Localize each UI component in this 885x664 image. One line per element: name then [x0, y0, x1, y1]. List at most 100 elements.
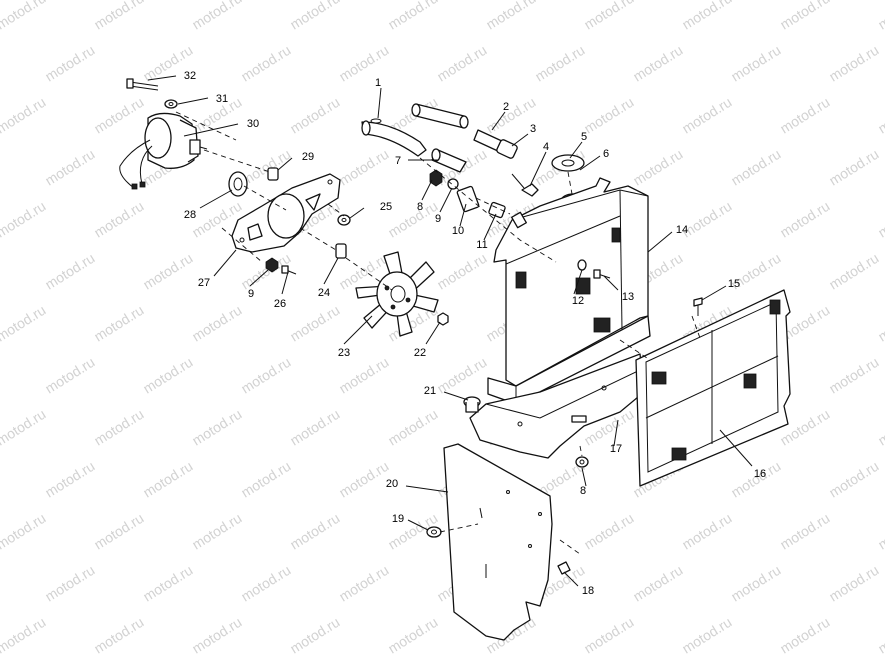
- part-screen-16: [635, 289, 791, 487]
- part-fan-blade-23: [355, 251, 439, 337]
- alignment-lines: [175, 111, 701, 555]
- callout-32: 32: [184, 70, 196, 82]
- callout-8-lower: 8: [580, 485, 586, 497]
- callout-28: 28: [184, 209, 196, 221]
- callout-20: 20: [386, 478, 398, 490]
- watermark-text: motod.ru: [287, 94, 342, 137]
- part-hose-2: [411, 103, 469, 129]
- callout-30: 30: [247, 118, 259, 130]
- watermark-text: motod.ru: [287, 406, 342, 449]
- watermark-text: motod.ru: [91, 198, 146, 241]
- watermark-text: motod.ru: [287, 302, 342, 345]
- callout-3: 3: [530, 123, 536, 135]
- part-upper-hose-1: [361, 118, 427, 157]
- part-nut-22: [437, 312, 449, 326]
- watermark-text: motod.ru: [728, 562, 783, 605]
- watermark-text: motod.ru: [630, 42, 685, 85]
- part-nut-9-left: [265, 257, 279, 273]
- part-nut-8-upper: [429, 169, 443, 187]
- callout-1: 1: [375, 77, 381, 89]
- watermark-text: motod.ru: [777, 198, 832, 241]
- callout-15: 15: [728, 278, 740, 290]
- watermark-text: motod.ru: [336, 458, 391, 501]
- watermark-text: motod.ru: [630, 146, 685, 189]
- watermark-text: motod.ru: [875, 302, 885, 345]
- callout-14: 14: [676, 224, 688, 236]
- leader-lines: [147, 75, 753, 587]
- watermark-text: motod.ru: [0, 94, 48, 137]
- watermark-text: motod.ru: [826, 146, 881, 189]
- watermark-text: motod.ru: [91, 302, 146, 345]
- callout-2: 2: [503, 101, 509, 113]
- part-mount-plate-27: [231, 173, 341, 253]
- part-washer-31: [164, 99, 178, 109]
- watermark-text: motod.ru: [42, 354, 97, 397]
- watermark-text: motod.ru: [287, 510, 342, 553]
- watermark-text: motod.ru: [826, 42, 881, 85]
- part-bolt-32: [126, 78, 159, 91]
- watermark-text: motod.ru: [434, 250, 489, 293]
- callout-31: 31: [216, 93, 228, 105]
- watermark-text: motod.ru: [0, 0, 48, 33]
- watermark-text: motod.ru: [728, 42, 783, 85]
- callout-7: 7: [395, 155, 401, 167]
- callout-labels: 1 2 3 4 5 6 7 8 9 10 11 12 13 14 15 16 1…: [184, 70, 766, 597]
- callout-12: 12: [572, 295, 584, 307]
- part-nut-19: [426, 526, 442, 538]
- watermark-text: motod.ru: [826, 562, 881, 605]
- part-shroud-20: [443, 443, 553, 641]
- watermark-text: motod.ru: [581, 614, 636, 657]
- watermark-text: motod.ru: [385, 614, 440, 657]
- part-spacer-24: [335, 243, 347, 259]
- watermark-text: motod.ru: [42, 250, 97, 293]
- watermark-text: motod.ru: [581, 510, 636, 553]
- part-screw-15: [693, 297, 703, 316]
- watermark-text: motod.ru: [385, 198, 440, 241]
- watermark-text: motod.ru: [336, 42, 391, 85]
- watermark-text: motod.ru: [385, 406, 440, 449]
- callout-9-left: 9: [248, 288, 254, 300]
- part-clamp-3: [496, 139, 518, 159]
- callout-27: 27: [198, 277, 210, 289]
- part-bolt-18: [557, 561, 571, 575]
- callout-10: 10: [452, 225, 464, 237]
- callout-4: 4: [543, 141, 549, 153]
- callout-18: 18: [582, 585, 594, 597]
- callout-17: 17: [610, 443, 622, 455]
- watermark-text: motod.ru: [91, 510, 146, 553]
- part-cap-4: [511, 173, 539, 197]
- watermark-text: motod.ru: [728, 146, 783, 189]
- watermark-text: motod.ru: [875, 94, 885, 137]
- watermark-text: motod.ru: [189, 614, 244, 657]
- watermark-text: motod.ru: [189, 406, 244, 449]
- watermark-text: motod.ru: [189, 510, 244, 553]
- watermark-text: motod.ru: [679, 614, 734, 657]
- watermark-text: motod.ru: [91, 0, 146, 33]
- watermark-text: motod.ru: [0, 614, 48, 657]
- part-gasket-5: [551, 154, 585, 172]
- watermark-text: motod.ru: [238, 562, 293, 605]
- callout-13: 13: [622, 291, 634, 303]
- watermark-text: motod.ru: [777, 614, 832, 657]
- watermark-text: motod.ru: [140, 354, 195, 397]
- watermark-text: motod.ru: [287, 614, 342, 657]
- watermark-text: motod.ru: [336, 562, 391, 605]
- watermark-text: motod.ru: [287, 0, 342, 33]
- watermark-text: motod.ru: [140, 458, 195, 501]
- watermark-text: motod.ru: [875, 510, 885, 553]
- watermark-text: motod.ru: [0, 198, 48, 241]
- watermark-text: motod.ru: [630, 562, 685, 605]
- watermark-text: motod.ru: [777, 510, 832, 553]
- watermark-text: motod.ru: [0, 302, 48, 345]
- watermark-text: motod.ru: [826, 354, 881, 397]
- watermark-text: motod.ru: [336, 354, 391, 397]
- part-fitting-10: [456, 185, 480, 213]
- part-radiator-14: [487, 177, 651, 405]
- watermark-text: motod.ru: [875, 198, 885, 241]
- watermark-text: motod.ru: [875, 614, 885, 657]
- part-nut-25: [337, 214, 351, 226]
- part-nut-8-lower: [575, 456, 589, 468]
- watermark-text: motod.ru: [875, 0, 885, 33]
- watermark-text: motod.ru: [91, 614, 146, 657]
